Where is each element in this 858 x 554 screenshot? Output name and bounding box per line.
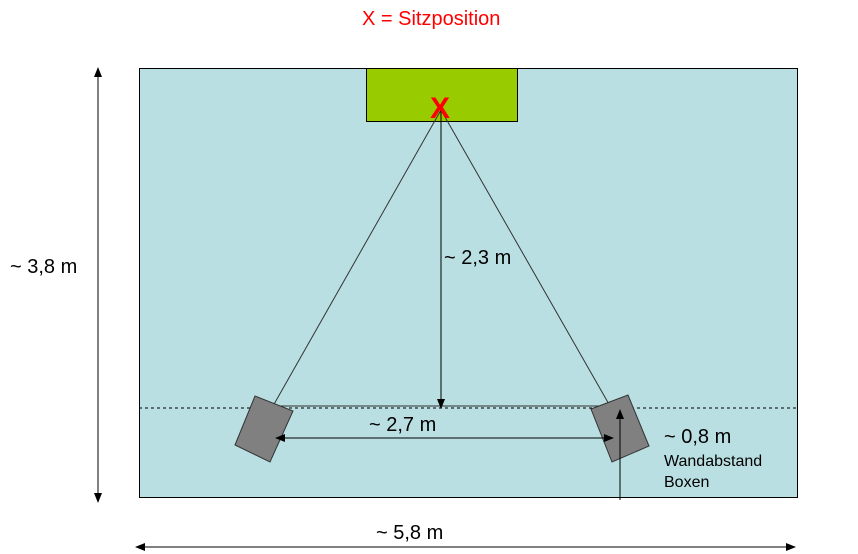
wall-distance-caption-2: Boxen [664, 474, 710, 491]
seat-marker: X [430, 92, 451, 125]
room-depth-label: ~ 3,8 m [10, 256, 78, 278]
speaker-spacing-label: ~ 2,7 m [369, 414, 437, 436]
wall-distance-caption-1: Wandabstand [664, 453, 763, 470]
listening-distance-label: ~ 2,3 m [444, 247, 512, 269]
wall-distance-label: ~ 0,8 m [664, 426, 732, 448]
left-speaker [234, 395, 294, 463]
diagram-title: X = Sitzposition [362, 8, 501, 30]
room-width-label: ~ 5,8 m [376, 522, 444, 544]
triangle-left-side [272, 109, 442, 407]
triangle-right-side [440, 109, 611, 407]
